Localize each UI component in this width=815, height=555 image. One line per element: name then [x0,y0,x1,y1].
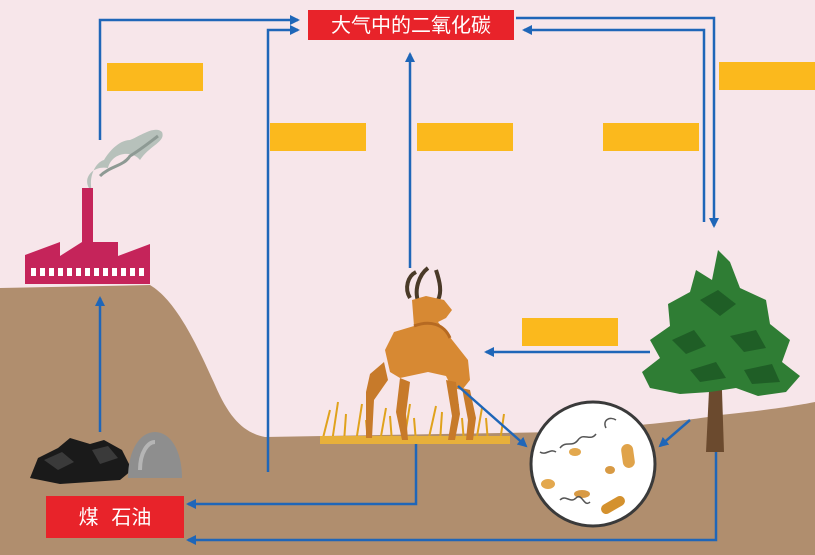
blank-photosynthesis[interactable] [719,62,815,90]
grass [321,401,505,443]
arrow-tree-to-fossil [186,452,718,545]
arrow-fossil-to-atmosphere [266,25,300,472]
blank-plant-respiration[interactable] [603,123,699,151]
blank-feeding[interactable] [522,318,618,346]
coal-oil-label: 煤 石油 [46,496,184,538]
grass-base [320,436,510,444]
blank-animal-respiration[interactable] [417,123,513,151]
microorganisms-icon [529,400,657,528]
factory-icon [25,188,150,284]
arrow-tree-to-decomposer [658,419,691,448]
blank-combustion[interactable] [107,63,203,91]
tree-icon [642,250,800,452]
oil-icon [128,432,182,478]
atmosphere-co2-label: 大气中的二氧化碳 [308,10,514,40]
arrow-plant-respiration [522,25,706,222]
arrow-photosynthesis [516,16,719,228]
blank-fossil-to-air[interactable] [270,123,366,151]
smoke-icon [87,129,163,192]
arrow-combustion [98,15,300,140]
arrow-animal-to-fossil [186,444,418,509]
coal-icon [30,438,132,484]
antelope-icon [366,266,476,440]
arrows [95,15,719,545]
arrow-animal-to-decomposer [457,385,528,448]
